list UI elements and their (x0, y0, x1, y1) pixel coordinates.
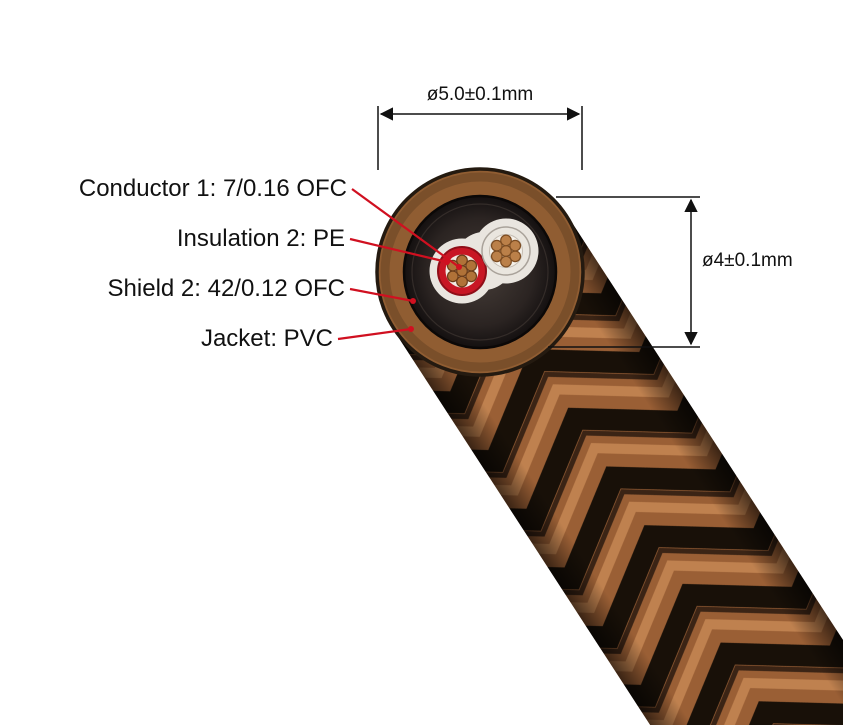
leader-shield (349, 287, 414, 303)
part-labels: Conductor 1: 7/0.16 OFC Insulation 2: PE… (79, 175, 347, 352)
dimension-shield-diameter (548, 196, 700, 348)
leader-insulation (349, 237, 448, 264)
dimension-outer-diameter (377, 106, 583, 170)
core-red (437, 246, 487, 296)
leader-jacket (337, 327, 412, 341)
leader-end-dots (408, 259, 462, 332)
label-conductor: Conductor 1: 7/0.16 OFC (79, 175, 347, 202)
leader-conductor (351, 188, 460, 268)
label-insulation: Insulation 2: PE (177, 225, 345, 252)
dim-text-outer-diameter: ø5.0±0.1mm (427, 84, 534, 105)
label-shield: Shield 2: 42/0.12 OFC (108, 275, 345, 302)
shield-texture-ring (411, 203, 549, 341)
leader-lines (337, 188, 462, 341)
core-white (481, 226, 531, 276)
conductor-strands-white-core (490, 234, 522, 268)
cross-section (375, 167, 585, 377)
cable-body (386, 205, 843, 725)
jacket-inner-shadow (380, 172, 580, 372)
dim-text-shield-diameter: ø4±0.1mm (702, 250, 793, 271)
label-jacket: Jacket: PVC (201, 325, 333, 352)
